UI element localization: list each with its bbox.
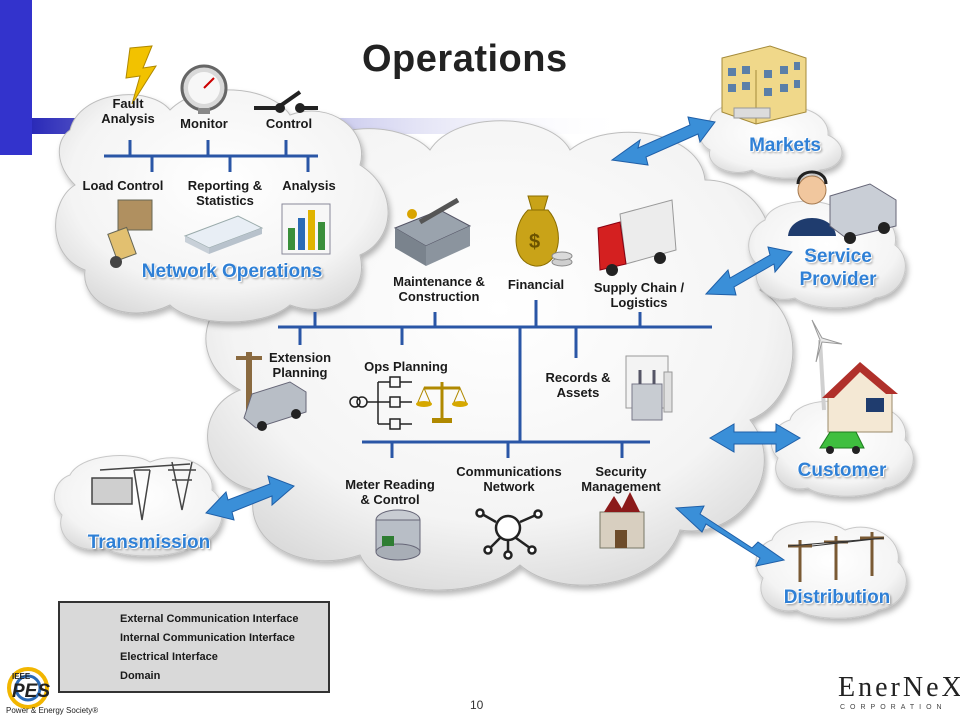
label-control: Control — [265, 116, 313, 131]
label-monitor: Monitor — [180, 116, 228, 131]
ieee-sub-text: Power & Energy Society® — [6, 706, 99, 715]
markets-arrow — [610, 116, 716, 166]
label-maintenance-construction: Maintenance & Construction — [393, 274, 485, 304]
substation-icon — [91, 461, 196, 521]
label-security-management: Security Management — [581, 464, 661, 494]
paper-stack-icon — [183, 215, 264, 254]
scales-icon — [349, 376, 468, 430]
label-load-control: Load Control — [82, 178, 164, 193]
label-financial: Financial — [507, 277, 565, 292]
label-ops-planning: Ops Planning — [364, 359, 448, 374]
domain-distribution: Distribution — [783, 587, 891, 608]
ieee-logo-mark — [7, 667, 49, 709]
domain-network-operations: Network Operations — [141, 261, 323, 282]
domain-service-provider: Service Provider — [799, 246, 877, 290]
bar-chart-icon — [281, 203, 331, 255]
switch-icon — [254, 90, 318, 113]
meter-icon — [375, 509, 421, 561]
operations-bus — [278, 300, 712, 458]
label-extension-planning: Extension Planning — [268, 350, 332, 380]
svg-text:$: $ — [529, 231, 540, 253]
label-communications-network: Communications Network — [456, 464, 562, 494]
enernex-name: EnerNeX — [838, 672, 960, 703]
robot-arm-icon — [107, 199, 153, 268]
headset-person-icon — [788, 170, 897, 244]
gauge-icon — [180, 64, 228, 114]
domain-markets: Markets — [749, 135, 821, 156]
enernex-sub: CORPORATION — [840, 704, 947, 711]
enernex-logo: EnerNeX CORPORATION — [838, 672, 960, 716]
building-icon — [721, 45, 807, 125]
external-arrows — [205, 116, 801, 567]
label-reporting-statistics: Reporting & Statistics — [187, 178, 263, 208]
domain-transmission: Transmission — [87, 532, 211, 553]
network-ops-bus — [104, 140, 318, 172]
network-icon — [475, 508, 543, 560]
page-title: Operations — [362, 38, 568, 80]
legend-domain: Domain — [120, 670, 161, 682]
transmission-arrow — [205, 475, 295, 521]
transformer-icon — [625, 355, 673, 421]
ieee-pes-logo: IEEE PES Power & Energy Society® — [6, 664, 98, 718]
distribution-arrow — [674, 505, 786, 567]
legend-external: External Communication Interface — [120, 613, 299, 625]
label-analysis: Analysis — [282, 178, 336, 193]
ieee-main-text: PES — [12, 681, 51, 702]
toolbox-icon — [393, 197, 472, 266]
wind-house-icon — [811, 319, 898, 454]
page-number: 10 — [470, 698, 484, 712]
label-meter-reading-control: Meter Reading & Control — [345, 477, 435, 507]
label-records-assets: Records & Assets — [545, 370, 611, 400]
label-supply-chain-logistics: Supply Chain / Logistics — [593, 280, 685, 310]
service-provider-arrow — [704, 246, 793, 296]
customer-arrow — [709, 423, 801, 453]
utility-pole-icon — [236, 352, 307, 431]
legend: External Communication Interface Interna… — [58, 601, 330, 693]
money-bag-icon: $ — [515, 195, 573, 267]
legend-internal: Internal Communication Interface — [120, 632, 295, 644]
lightning-icon — [125, 45, 158, 105]
domain-customer: Customer — [797, 460, 887, 481]
power-line-icon — [787, 532, 885, 582]
legend-electrical: Electrical Interface — [120, 651, 218, 663]
truck-icon — [597, 199, 677, 276]
ieee-top-text: IEEE — [12, 672, 31, 681]
castle-icon — [599, 492, 645, 549]
label-fault-analysis: Fault Analysis — [101, 96, 155, 126]
